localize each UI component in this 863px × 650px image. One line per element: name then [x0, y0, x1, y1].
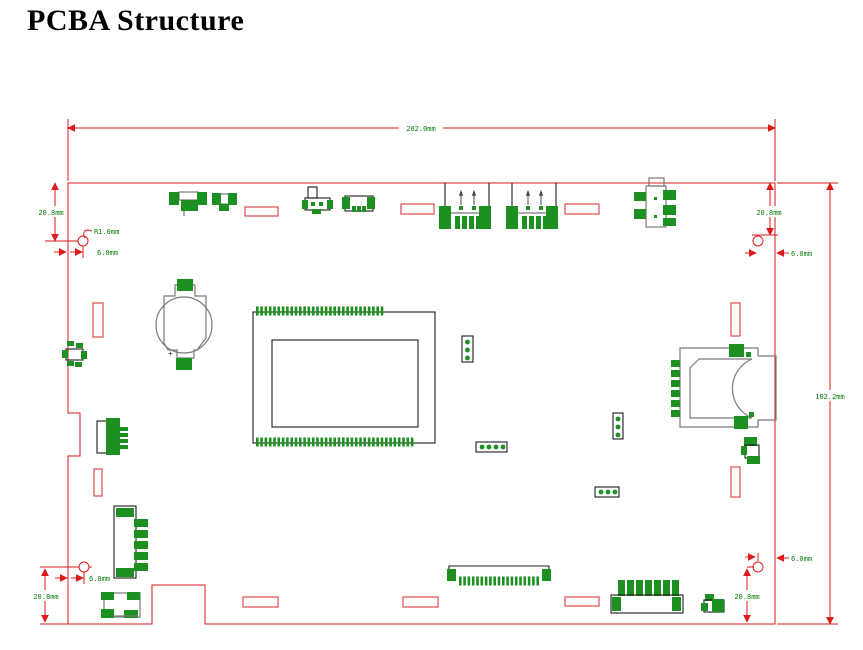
- slot-bottom-1: [242, 596, 279, 608]
- dim-bottom-left-corner: 20.8mm 6.0mm: [31, 561, 110, 625]
- tl-vertical-label: 20.8mm: [38, 209, 63, 217]
- fpc-connector-bottom-center: [447, 565, 551, 586]
- mounting-hole-bl: [78, 561, 90, 573]
- right-small-component: [741, 437, 760, 464]
- top-connector-c: [342, 195, 375, 212]
- mounting-hole-tl: [77, 235, 89, 247]
- micro-usb-port: [96, 418, 128, 455]
- mounting-hole-tr: [752, 235, 764, 247]
- slot-left-1: [92, 302, 104, 338]
- main-ic: [252, 306, 436, 447]
- tr-horizontal-label: 6.0mm: [791, 250, 812, 258]
- slot-right-1: [730, 302, 741, 337]
- slot-top-1: [244, 206, 279, 217]
- board-height-label: 102.2mm: [815, 393, 845, 401]
- slot-top-3: [564, 203, 600, 215]
- coin-battery-holder: +: [155, 279, 213, 370]
- top-connector-a: [169, 191, 207, 216]
- slot-bottom-3: [564, 596, 600, 607]
- slot-left-2: [93, 468, 103, 497]
- board-outline: [67, 182, 776, 625]
- br-vertical-label: 20.8mm: [734, 593, 759, 601]
- dim-top-right-corner: 20.8mm 6.0mm: [745, 182, 812, 258]
- tr-vertical-label: 20.8mm: [756, 209, 781, 217]
- bottom-left-module: [101, 592, 141, 618]
- tl-radius-label: R1.0mm: [94, 228, 119, 236]
- fpc-connector-left: [113, 505, 148, 579]
- usb-a-port-2: [506, 183, 558, 229]
- bl-horizontal-label: 6.0mm: [89, 575, 110, 583]
- pin-header-3p-2: [612, 412, 624, 440]
- bottom-right-switch: [701, 594, 725, 613]
- dim-board-height: 102.2mm: [777, 182, 853, 625]
- pin-header-4p: [475, 441, 508, 453]
- dim-top-left-corner: 20.8mm R1.0mm 6.0mm: [36, 182, 119, 258]
- sd-card-slot: [671, 344, 777, 429]
- slot-right-2: [730, 466, 741, 498]
- top-switch: [302, 186, 333, 214]
- audio-jack: [634, 177, 676, 228]
- pin-header-3p-1: [461, 335, 474, 363]
- dim-bottom-right-corner: 6.0mm 20.8mm: [733, 553, 812, 623]
- bl-vertical-label: 20.8mm: [33, 593, 58, 601]
- board-slots: [92, 203, 741, 608]
- usb-a-port-1: [439, 183, 491, 229]
- tl-horizontal-label: 6.0mm: [97, 249, 118, 257]
- top-connector-b: [212, 193, 237, 211]
- pin-header-3p-3: [594, 486, 620, 498]
- board-width-label: 262.0mm: [406, 125, 436, 133]
- dim-board-width: 262.0mm: [67, 119, 776, 181]
- slot-top-2: [400, 203, 435, 215]
- battery-plus-mark: +: [168, 349, 173, 358]
- left-button: [62, 341, 87, 367]
- br-horizontal-label: 6.0mm: [791, 555, 812, 563]
- page-title: PCBA Structure: [27, 4, 245, 37]
- slot-bottom-2: [402, 596, 439, 608]
- fpc-connector-bottom-right: [610, 580, 684, 614]
- mounting-hole-br: [752, 561, 764, 573]
